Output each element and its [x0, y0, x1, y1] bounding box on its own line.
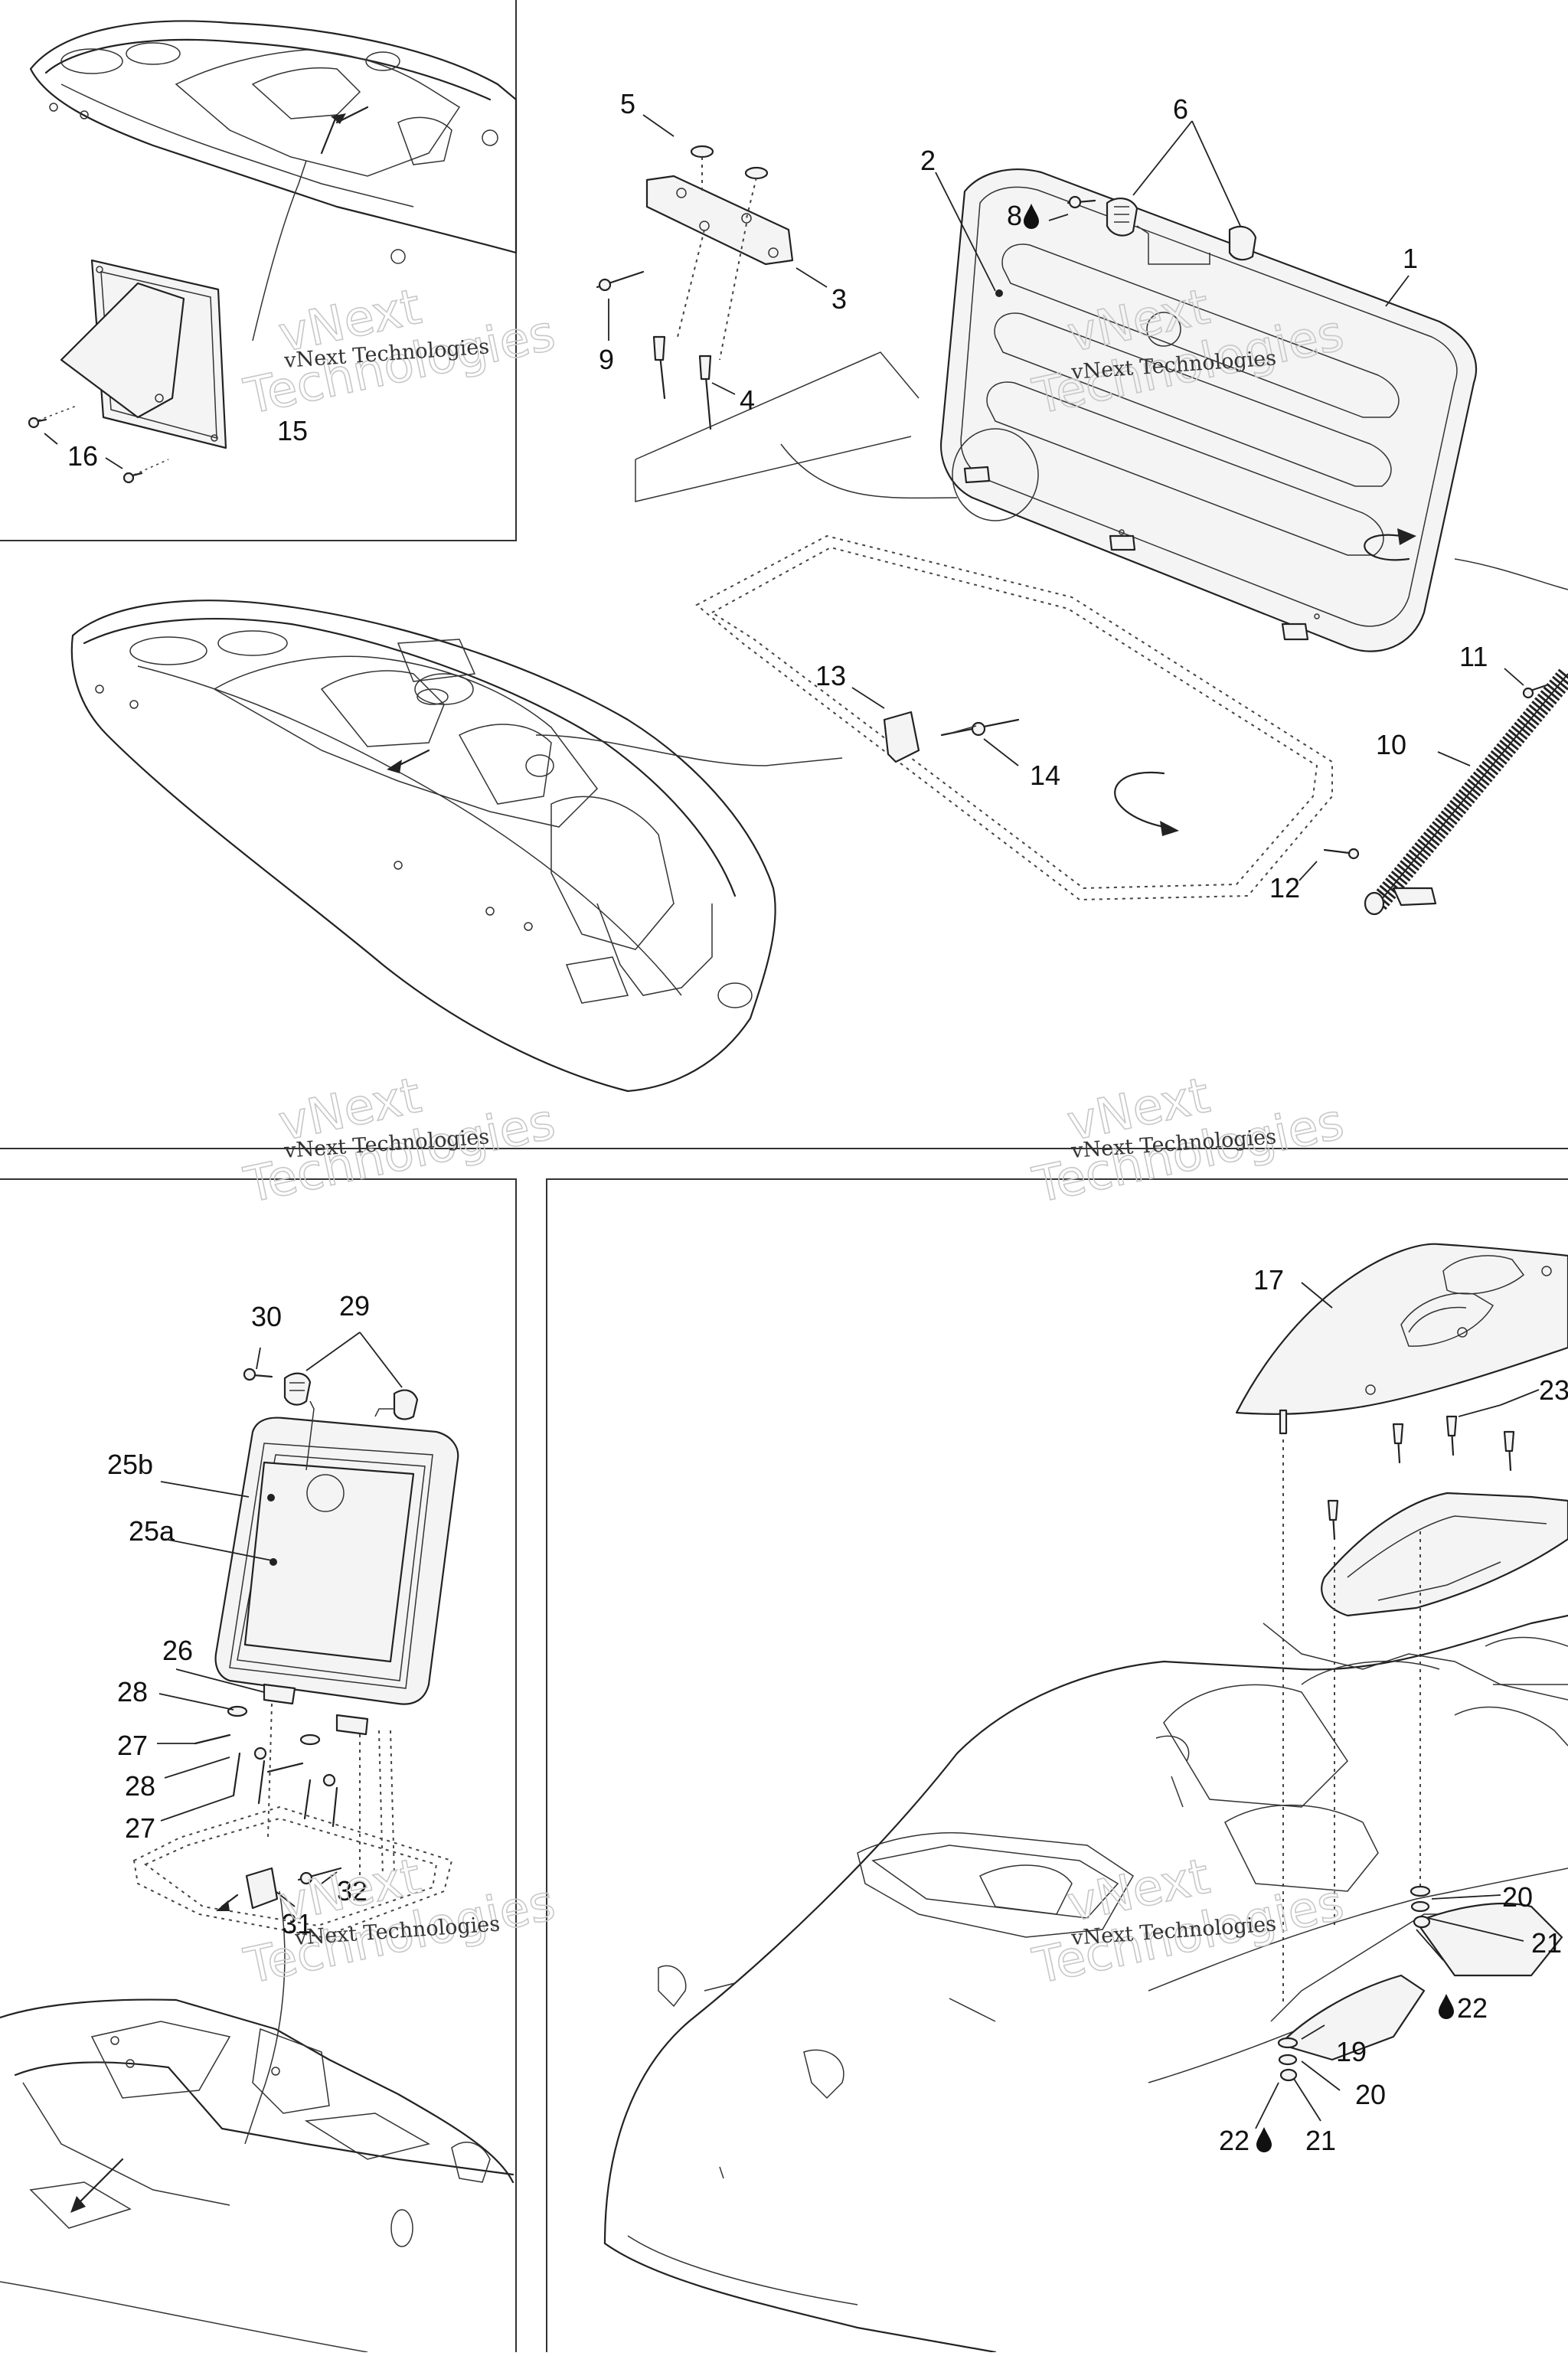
watermark-6: vNext Technologies: [1027, 1848, 1349, 1996]
callout-19: 19: [1336, 2036, 1367, 2067]
callout-8: 8: [1007, 200, 1022, 231]
callout-8-group: 8: [1007, 200, 1039, 231]
hinges-26: [194, 1683, 395, 1877]
latch-6: [1067, 195, 1257, 265]
callout-27b: 27: [125, 1812, 155, 1844]
callout-17: 17: [1253, 1264, 1284, 1296]
callout-26: 26: [162, 1635, 193, 1666]
gas-spring-10: [1323, 667, 1568, 916]
inspection-hatch-15: [60, 259, 227, 449]
callout-27a: 27: [117, 1730, 148, 1761]
callout-28a: 28: [117, 1676, 148, 1707]
callout-15: 15: [277, 415, 308, 446]
callout-9: 9: [599, 344, 614, 375]
callout-32: 32: [337, 1875, 368, 1907]
callout-22b-group: 22: [1219, 2125, 1272, 2156]
callout-28b: 28: [125, 1770, 155, 1802]
callout-14: 14: [1030, 760, 1060, 791]
callout-1: 1: [1403, 243, 1418, 274]
callout-25b: 25b: [107, 1449, 153, 1480]
stopper-13: [883, 711, 1179, 836]
cover-17: [1235, 1243, 1568, 1435]
watermark-1: vNext Technologies: [239, 278, 560, 426]
callout-20b: 20: [1355, 2079, 1386, 2110]
callout-30: 30: [251, 1301, 282, 1332]
callout-29: 29: [339, 1290, 370, 1322]
callout-2: 2: [920, 145, 936, 176]
callout-10: 10: [1376, 729, 1406, 760]
drop-icon: [1024, 204, 1039, 229]
boat-rear-partial: [0, 1890, 514, 2353]
watermark-4: vNext Technologies: [1027, 1067, 1349, 1215]
callout-16: 16: [67, 440, 98, 472]
callout-4: 4: [740, 384, 755, 416]
boat-rear-large: [603, 1614, 1568, 2354]
watermark-3: vNext Technologies: [239, 1067, 560, 1215]
hinge-bracket-3: [596, 145, 958, 502]
callout-6: 6: [1173, 93, 1188, 125]
rear-hatch-assembly: 30 29 25b 25a 26 28 27 28 27 32 31: [0, 1290, 514, 2353]
hardware-19-22: [1277, 1885, 1431, 2082]
callout-13: 13: [815, 660, 846, 691]
hatch-opening: [132, 1805, 453, 1939]
callout-31: 31: [282, 1908, 312, 1939]
callout-22b: 22: [1219, 2125, 1250, 2156]
screw-16: [28, 405, 169, 484]
boat-inset-top: [29, 20, 518, 341]
callout-21b: 21: [1305, 2125, 1336, 2156]
hatch-25: [214, 1417, 459, 1705]
liner-tray: [1282, 1415, 1568, 2006]
callout-22a-group: 22: [1439, 1992, 1488, 2024]
callout-20a: 20: [1502, 1881, 1533, 1913]
drop-icon: [1256, 2127, 1272, 2152]
rear-deck-assembly: 17 23 20 21 22 19 20 21 22: [603, 1243, 1568, 2354]
callout-25a: 25a: [129, 1515, 175, 1547]
callout-11: 11: [1459, 641, 1488, 672]
callout-23: 23: [1539, 1374, 1568, 1406]
callout-22a: 22: [1457, 1992, 1488, 2024]
inset-top-left: 16 15: [28, 20, 518, 484]
callout-21a: 21: [1531, 1927, 1562, 1959]
boat-main-top: [70, 600, 843, 1093]
callout-3: 3: [831, 283, 847, 315]
callout-12: 12: [1269, 872, 1300, 904]
latch-29: [243, 1368, 419, 1471]
callout-5: 5: [620, 88, 635, 119]
storage-cover-assembly: 5 6 2 1 8 3 9 4 11 10 13 14 12: [596, 88, 1568, 916]
drop-icon: [1439, 1994, 1454, 2019]
